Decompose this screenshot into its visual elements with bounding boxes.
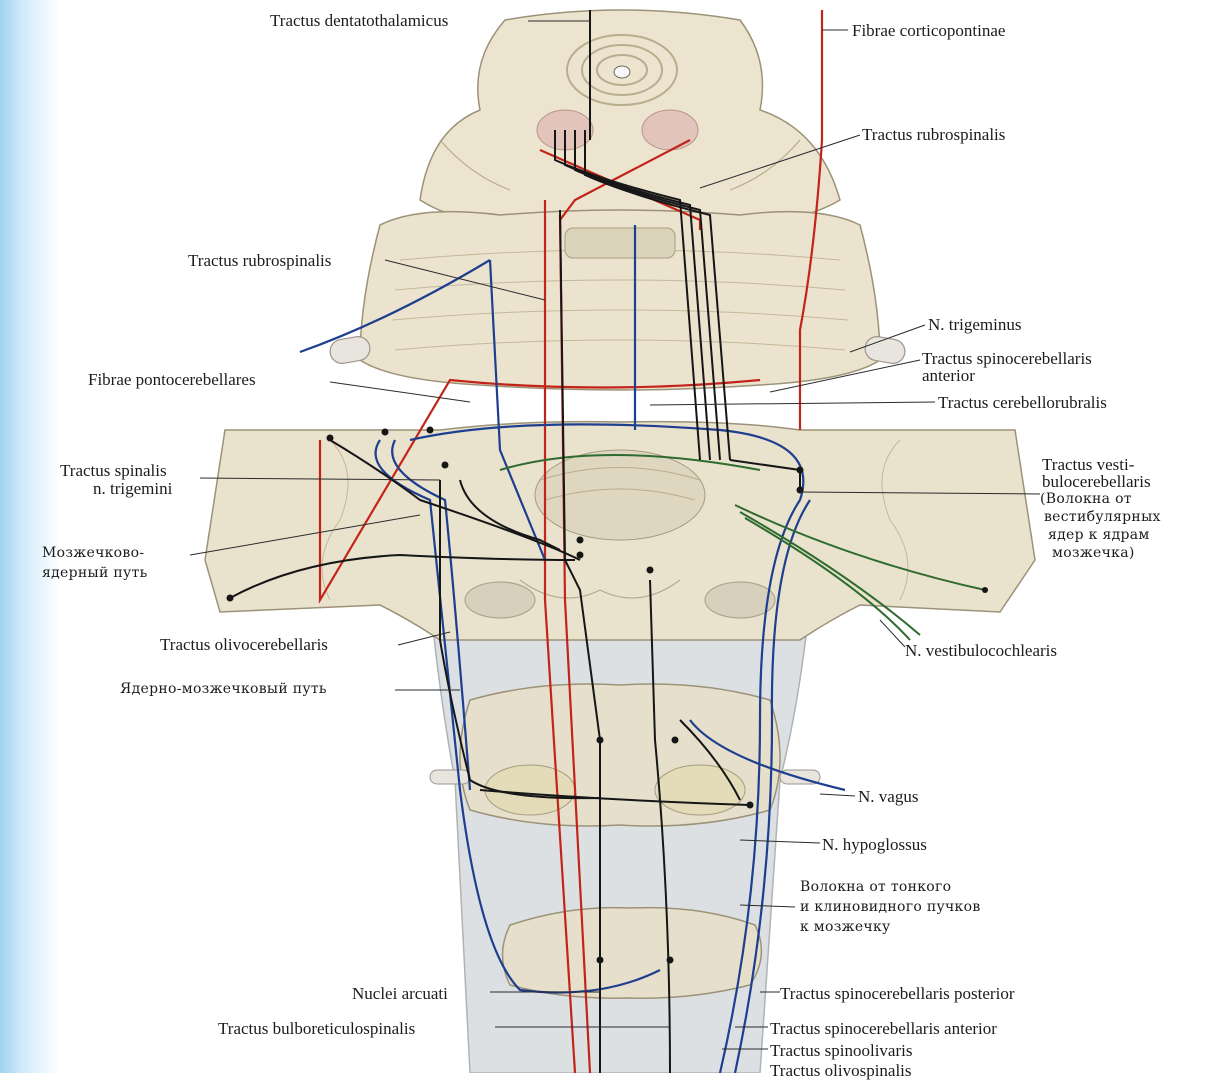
label-vestibulocerebellaris-line6: мозжечка) xyxy=(1052,546,1135,560)
pons-section xyxy=(328,210,907,390)
label-n-trigeminus: N. trigeminus xyxy=(928,316,1022,333)
label-fasciculi-line2: и клиновидного пучков xyxy=(800,900,981,914)
label-fibrae-pontocerebellares: Fibrae pontocerebellares xyxy=(88,371,256,388)
label-vestibulocerebellaris-line2: bulocerebellaris xyxy=(1042,473,1151,490)
brainstem-column xyxy=(430,600,810,1073)
label-vestibulocerebellaris-line1: Tractus vesti- xyxy=(1042,456,1134,473)
label-cerebellonuclear-line2: ядерный путь xyxy=(42,566,148,580)
medulla-section xyxy=(430,684,820,826)
label-spinocerebellaris-posterior: Tractus spinocerebellaris posterior xyxy=(780,985,1014,1002)
label-vestibulocerebellaris-line5: ядер к ядрам xyxy=(1048,528,1150,542)
label-n-vagus: N. vagus xyxy=(858,788,918,805)
label-tractus-rubrospinalis-left: Tractus rubrospinalis xyxy=(188,252,331,269)
label-fasciculi-line3: к мозжечку xyxy=(800,920,891,934)
label-nucleocerebellar-path: Ядерно-мозжечковый путь xyxy=(120,682,327,696)
label-fasciculi-line1: Волокна от тонкого xyxy=(800,880,951,894)
label-spinocerebellaris-anterior-lower: Tractus spinocerebellaris anterior xyxy=(770,1020,997,1037)
label-n-vestibulocochlearis: N. vestibulocochlearis xyxy=(905,642,1057,659)
label-tractus-spinoolivaris: Tractus spinoolivaris xyxy=(770,1042,912,1059)
label-tractus-rubrospinalis-upper: Tractus rubrospinalis xyxy=(862,126,1005,143)
label-tractus-cerebellorubralis: Tractus cerebellorubralis xyxy=(938,394,1107,411)
lower-medulla-section xyxy=(503,908,762,999)
label-tractus-spinalis-line2: n. trigemini xyxy=(93,480,172,497)
label-tractus-olivospinalis: Tractus olivospinalis xyxy=(770,1062,912,1079)
label-vestibulocerebellaris-line3: (Волокна от xyxy=(1040,492,1132,506)
label-spinocerebellaris-anterior-line2: anterior xyxy=(922,367,975,384)
label-cerebellonuclear-line1: Мозжечково- xyxy=(42,546,144,560)
label-spinocerebellaris-anterior-line1: Tractus spinocerebellaris xyxy=(922,350,1092,367)
label-vestibulocerebellaris-line4: вестибулярных xyxy=(1044,510,1161,524)
label-nuclei-arcuati: Nuclei arcuati xyxy=(352,985,448,1002)
label-tractus-olivocerebellaris: Tractus olivocerebellaris xyxy=(160,636,328,653)
label-tractus-spinalis-line1: Tractus spinalis xyxy=(60,462,167,479)
label-n-hypoglossus: N. hypoglossus xyxy=(822,836,927,853)
label-tractus-bulboreticulospinalis: Tractus bulboreticulospinalis xyxy=(218,1020,415,1037)
label-fibrae-corticopontinae: Fibrae corticopontinae xyxy=(852,22,1005,39)
label-tractus-dentatothalamicus: Tractus dentatothalamicus xyxy=(270,12,448,29)
